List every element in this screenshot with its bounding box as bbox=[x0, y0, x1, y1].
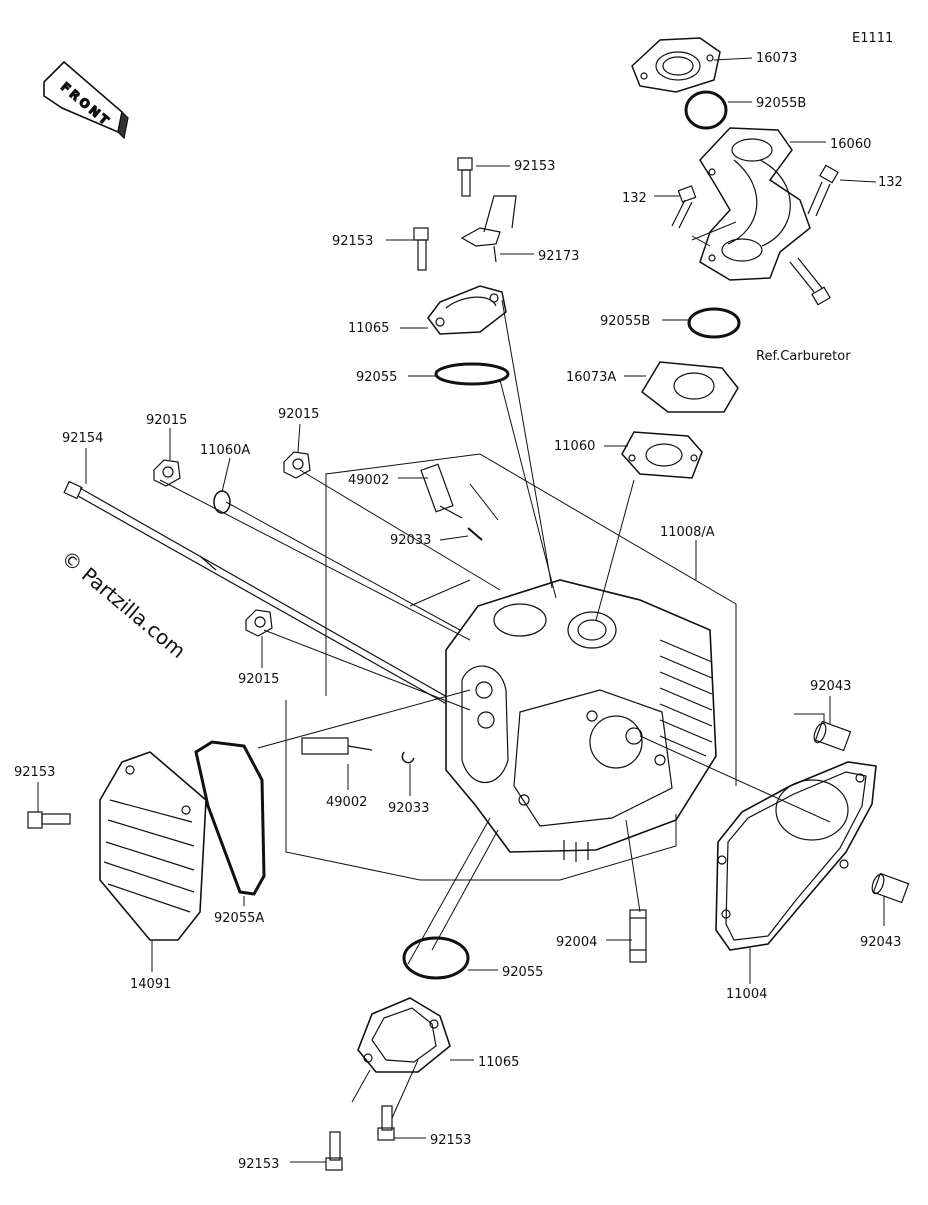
part-label[interactable]: 92015 bbox=[238, 672, 279, 687]
part-label[interactable]: 92055B bbox=[756, 96, 806, 111]
bolt-92153-bottom-left bbox=[325, 1131, 343, 1171]
bolt-132-right bbox=[807, 164, 839, 217]
cam-cover-11065-bottom bbox=[357, 997, 451, 1073]
dowel-92043-bot bbox=[871, 872, 910, 904]
part-label[interactable]: 11060 bbox=[554, 439, 595, 454]
nut-92015-b bbox=[283, 451, 311, 479]
part-label[interactable]: 92173 bbox=[538, 249, 579, 264]
part-label[interactable]: 92055 bbox=[502, 965, 543, 980]
front-arrow-icon: FRONT bbox=[43, 60, 129, 140]
part-label[interactable]: 92015 bbox=[278, 407, 319, 422]
diagram-code: E1111 bbox=[852, 31, 893, 46]
part-labels: E1111 16073 92055B 16060 132 132 92153 9… bbox=[14, 31, 903, 1172]
part-label[interactable]: 92004 bbox=[556, 935, 597, 950]
part-label[interactable]: 49002 bbox=[348, 473, 389, 488]
assembly-guide-lines bbox=[159, 221, 831, 1119]
washer-11060a bbox=[213, 490, 231, 514]
nut-92015-a bbox=[153, 459, 181, 487]
o-ring-92055b-mid bbox=[687, 307, 741, 339]
part-label[interactable]: 92153 bbox=[514, 159, 555, 174]
clip-92033-top bbox=[467, 527, 483, 541]
head-gasket-11004 bbox=[715, 761, 877, 951]
part-label[interactable]: 11008/A bbox=[660, 525, 715, 540]
part-label[interactable]: 16073 bbox=[756, 51, 797, 66]
part-label[interactable]: 132 bbox=[878, 175, 903, 190]
part-label[interactable]: 92153 bbox=[332, 234, 373, 249]
part-label[interactable]: 11004 bbox=[726, 987, 767, 1002]
bolt-92153-left bbox=[27, 811, 71, 829]
watermark: © Partzilla.com bbox=[57, 545, 191, 663]
stud-92154 bbox=[63, 480, 471, 717]
part-label[interactable]: 92055B bbox=[600, 314, 650, 329]
bolt-92153-b bbox=[413, 227, 429, 271]
spacer-16073a bbox=[641, 361, 739, 413]
stud-92004 bbox=[629, 909, 647, 963]
valve-guide-49002-mid bbox=[301, 737, 373, 755]
bolt-92153-bottom-right bbox=[377, 1105, 395, 1141]
bracket-92173 bbox=[460, 195, 517, 263]
part-label[interactable]: 11060A bbox=[200, 443, 250, 458]
part-label[interactable]: 16060 bbox=[830, 137, 871, 152]
part-label[interactable]: 92055A bbox=[214, 911, 264, 926]
part-label[interactable]: 92015 bbox=[146, 413, 187, 428]
cylinder-head-11008 bbox=[445, 579, 717, 862]
clip-92033-mid bbox=[401, 751, 415, 764]
part-label[interactable]: 49002 bbox=[326, 795, 367, 810]
part-label[interactable]: 92055 bbox=[356, 370, 397, 385]
part-label[interactable]: 92153 bbox=[238, 1157, 279, 1172]
part-label[interactable]: 92033 bbox=[390, 533, 431, 548]
leader-lines bbox=[37, 57, 885, 1163]
part-label[interactable]: 92033 bbox=[388, 801, 429, 816]
part-label[interactable]: 11065 bbox=[348, 321, 389, 336]
bolt-132-left bbox=[671, 185, 697, 229]
gasket-11060 bbox=[621, 431, 703, 479]
intake-pipe-16060 bbox=[699, 127, 811, 281]
dowel-92043-top bbox=[813, 720, 852, 752]
part-label[interactable]: 92043 bbox=[810, 679, 851, 694]
part-label[interactable]: 92043 bbox=[860, 935, 901, 950]
part-label[interactable]: 11065 bbox=[478, 1055, 519, 1070]
gasket-92055a bbox=[194, 740, 266, 896]
part-label[interactable]: 92154 bbox=[62, 431, 103, 446]
o-ring-92055-top bbox=[434, 362, 510, 386]
intake-flange-16073 bbox=[631, 37, 721, 93]
nut-92015-c bbox=[245, 609, 273, 637]
bolt-92153-top bbox=[457, 157, 473, 197]
o-ring-92055-bottom bbox=[402, 936, 470, 980]
cam-cover-11065-top bbox=[427, 285, 507, 335]
bolt-carburetor bbox=[789, 257, 831, 306]
part-label[interactable]: 92153 bbox=[14, 765, 55, 780]
part-label[interactable]: 14091 bbox=[130, 977, 171, 992]
part-label[interactable]: 92153 bbox=[430, 1133, 471, 1148]
part-label[interactable]: 16073A bbox=[566, 370, 616, 385]
ref-carburetor-label: Ref.Carburetor bbox=[756, 349, 851, 364]
side-cover-14091 bbox=[99, 751, 207, 941]
part-label[interactable]: 132 bbox=[622, 191, 647, 206]
valve-guide-49002-top bbox=[420, 463, 463, 519]
o-ring-92055b-top bbox=[684, 90, 728, 130]
